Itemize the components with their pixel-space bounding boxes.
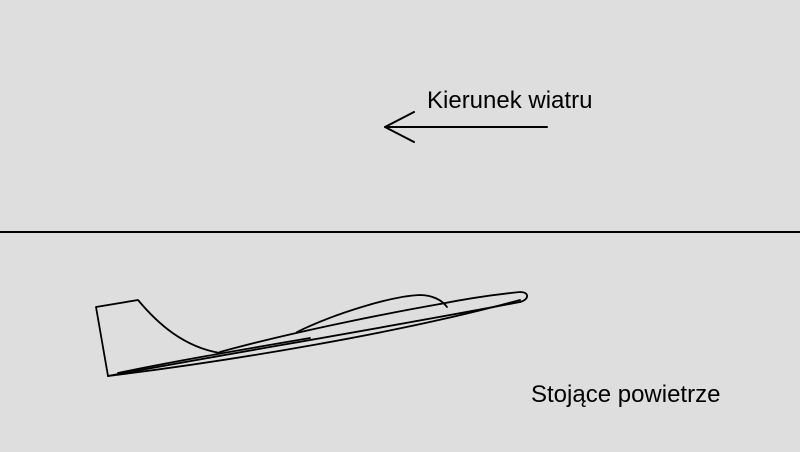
wind-direction-label: Kierunek wiatru: [427, 87, 593, 114]
glider-icon: [95, 291, 529, 377]
arrow-left-icon: [384, 111, 548, 143]
still-air-label: Stojące powietrze: [531, 381, 721, 408]
